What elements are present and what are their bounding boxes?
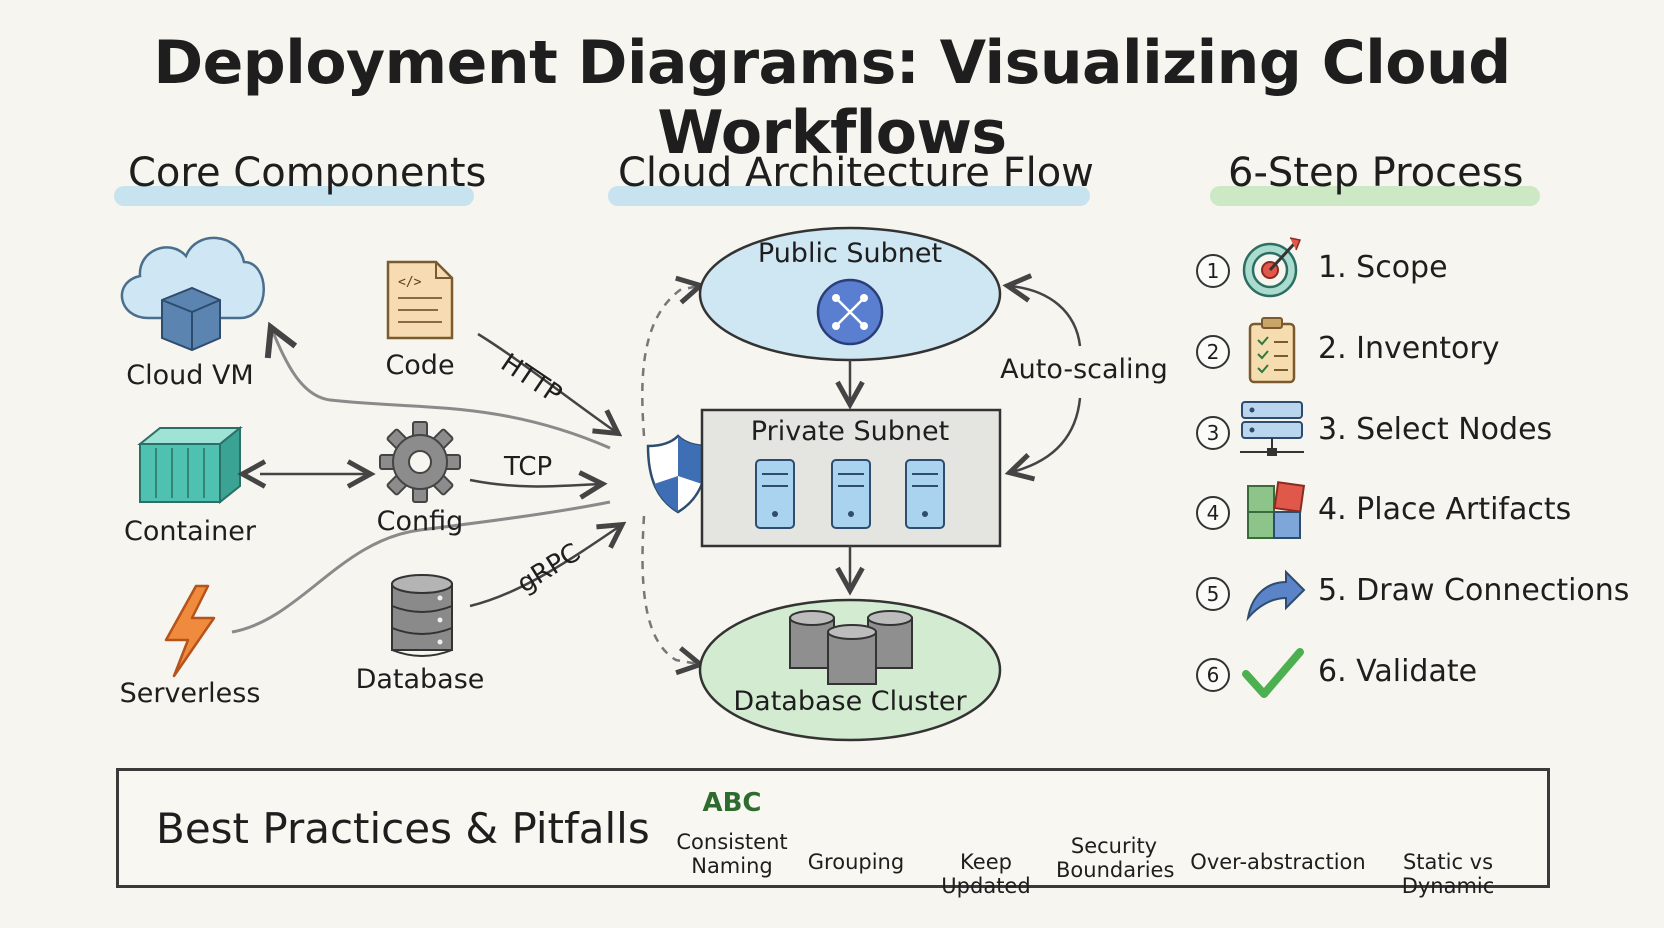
abc-tag-text: ABC: [702, 788, 762, 818]
section-title-components: Core Components: [128, 150, 487, 196]
shield-public-dashed-arrow: [641, 286, 698, 437]
practice-label-line: Keep Updated: [941, 850, 1031, 898]
code-file-icon: </>: [386, 260, 454, 340]
lightning-icon: [164, 584, 216, 678]
step-number-2: 2: [1196, 335, 1230, 369]
svg-text:</>: </>: [398, 275, 422, 290]
puzzle-icon: [1247, 481, 1306, 539]
step-label-5: 5. Draw Connections: [1318, 573, 1630, 608]
component-label-code: Code: [385, 350, 455, 381]
step-number-5: 5: [1196, 577, 1230, 611]
protocol-label-tcp: TCP: [504, 452, 553, 482]
practice-label-line: Grouping: [807, 850, 905, 874]
practice-label-line: Over-abstraction: [1190, 850, 1366, 874]
highlight-stroke: [114, 186, 474, 206]
target-icon: [1242, 237, 1302, 298]
database-icon: [391, 574, 453, 657]
pitfall-over-abstraction: Over-abstraction: [1190, 850, 1366, 874]
gateway-to-vm-arrow: [272, 330, 611, 450]
http-arrow: [477, 332, 616, 432]
tcp-arrow: [469, 480, 600, 487]
step-label-3: 3. Select Nodes: [1318, 412, 1553, 447]
curved-arrow-icon: [1246, 569, 1306, 622]
zone-label-private-subnet: Private Subnet: [750, 416, 950, 447]
component-label-config: Config: [376, 506, 464, 537]
server-icon: [831, 459, 871, 529]
practice-label-line: Security: [1070, 834, 1158, 858]
highlight-stroke: [1210, 186, 1540, 206]
autoscaling-label: Auto-scaling: [1000, 354, 1168, 385]
zone-label-public-subnet: Public Subnet: [757, 238, 943, 269]
server-nodes-icon: [1240, 401, 1304, 456]
serverless-flow-arrow: [231, 500, 611, 634]
component-label-serverless: Serverless: [119, 678, 261, 709]
step-number-1: 1: [1196, 254, 1230, 288]
practice-security-boundaries: Security Boundaries: [1056, 834, 1175, 882]
section-title-process: 6-Step Process: [1228, 150, 1524, 196]
practice-grouping: Grouping: [800, 850, 912, 874]
practice-keep-updated: Keep Updated: [918, 850, 1054, 898]
autoscale-up-arrow: [1010, 286, 1082, 347]
best-practices-title: Best Practices & Pitfalls: [156, 804, 650, 853]
pitfall-static-vs-dynamic: Static vs Dynamic: [1364, 850, 1532, 898]
cloud-vm-icon: [120, 236, 265, 352]
clipboard-checklist-icon: [1248, 317, 1296, 384]
page-title: Deployment Diagrams: Visualizing Cloud W…: [153, 28, 1511, 168]
gear-icon: [379, 421, 461, 503]
step-label-4: 4. Place Artifacts: [1318, 492, 1572, 527]
best-practices-panel: [116, 768, 1550, 888]
checkmark-icon: [1242, 648, 1304, 698]
highlight-stroke: [608, 186, 1090, 206]
step-label-6: 6. Validate: [1318, 654, 1478, 689]
practice-label-line: Consistent: [676, 830, 788, 854]
zone-label-database-cluster: Database Cluster: [733, 686, 967, 717]
section-title-architecture: Cloud Architecture Flow: [618, 150, 1094, 196]
practice-label-line: Static vs Dynamic: [1401, 850, 1495, 898]
step-number-4: 4: [1196, 496, 1230, 530]
autoscale-down-arrow: [1012, 397, 1082, 472]
step-number-6: 6: [1196, 658, 1230, 692]
server-icon: [905, 459, 945, 529]
practice-label-line: Naming: [691, 854, 773, 878]
server-icon: [755, 459, 795, 529]
step-label-2: 2. Inventory: [1318, 331, 1500, 366]
container-icon: [137, 425, 243, 505]
database-stack-icon: [789, 610, 913, 685]
step-label-1: 1. Scope: [1318, 250, 1448, 285]
network-hub-icon: [816, 278, 884, 346]
shield-db-dashed-arrow: [641, 515, 698, 664]
practice-consistent-naming: Consistent Naming: [672, 830, 792, 878]
practice-label-line: Boundaries: [1056, 858, 1175, 882]
component-label-database: Database: [355, 664, 485, 695]
component-label-container: Container: [124, 516, 256, 547]
grpc-arrow: [469, 526, 620, 608]
shield-icon: [646, 434, 710, 514]
component-label-cloud-vm: Cloud VM: [126, 360, 254, 391]
step-number-3: 3: [1196, 416, 1230, 450]
